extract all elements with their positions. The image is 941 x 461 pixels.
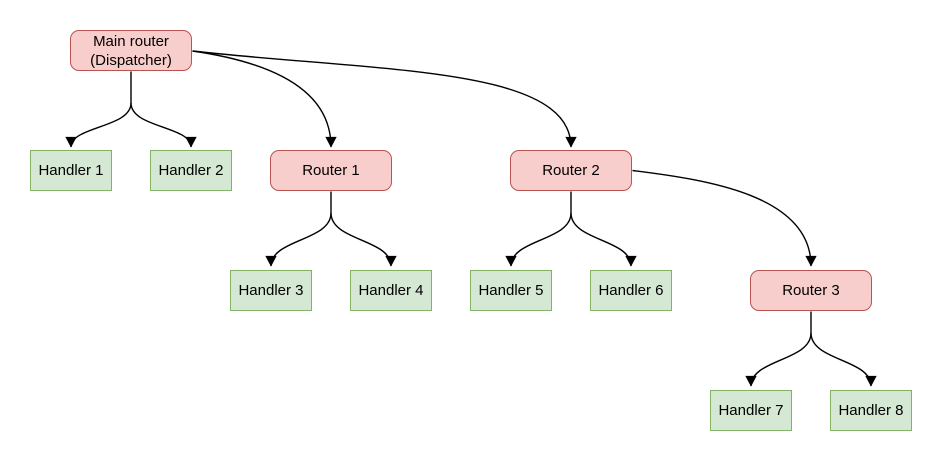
node-router-3-label: Router 3	[782, 282, 840, 299]
edge-router-3-to-handler-7	[745, 311, 812, 387]
node-router-1-label: Router 1	[302, 162, 360, 179]
node-router-2: Router 2	[510, 150, 632, 191]
edge-router-3-to-handler-8	[810, 332, 877, 387]
edge-main-router-to-handler-2	[130, 102, 197, 148]
node-handler-1: Handler 1	[30, 150, 112, 191]
node-handler-7-label: Handler 7	[718, 402, 784, 419]
node-handler-6-label: Handler 6	[598, 282, 664, 299]
edge-main-router-to-router-2	[192, 50, 577, 148]
edge-router-2-to-handler-6	[570, 212, 637, 267]
node-router-2-label: Router 2	[542, 162, 600, 179]
node-handler-2-label: Handler 2	[158, 162, 224, 179]
edge-router-2-to-handler-5	[505, 191, 572, 267]
node-handler-7: Handler 7	[710, 390, 792, 431]
node-handler-2: Handler 2	[150, 150, 232, 191]
node-router-3: Router 3	[750, 270, 872, 311]
node-handler-8: Handler 8	[830, 390, 912, 431]
edge-router-2-to-router-3	[632, 169, 817, 267]
node-main-router: Main router (Dispatcher)	[70, 30, 192, 71]
edge-main-router-to-router-1	[192, 50, 337, 148]
node-handler-1-label: Handler 1	[38, 162, 104, 179]
edge-router-1-to-handler-3	[265, 191, 332, 267]
node-handler-5-label: Handler 5	[478, 282, 544, 299]
edge-main-router-to-handler-1	[65, 71, 132, 148]
node-handler-3: Handler 3	[230, 270, 312, 311]
edge-router-1-to-handler-4	[330, 212, 397, 267]
node-handler-5: Handler 5	[470, 270, 552, 311]
node-handler-4-label: Handler 4	[358, 282, 424, 299]
node-router-1: Router 1	[270, 150, 392, 191]
node-handler-3-label: Handler 3	[238, 282, 304, 299]
node-main-router-label: Main router (Dispatcher)	[90, 32, 172, 69]
node-handler-4: Handler 4	[350, 270, 432, 311]
node-handler-8-label: Handler 8	[838, 402, 904, 419]
node-handler-6: Handler 6	[590, 270, 672, 311]
